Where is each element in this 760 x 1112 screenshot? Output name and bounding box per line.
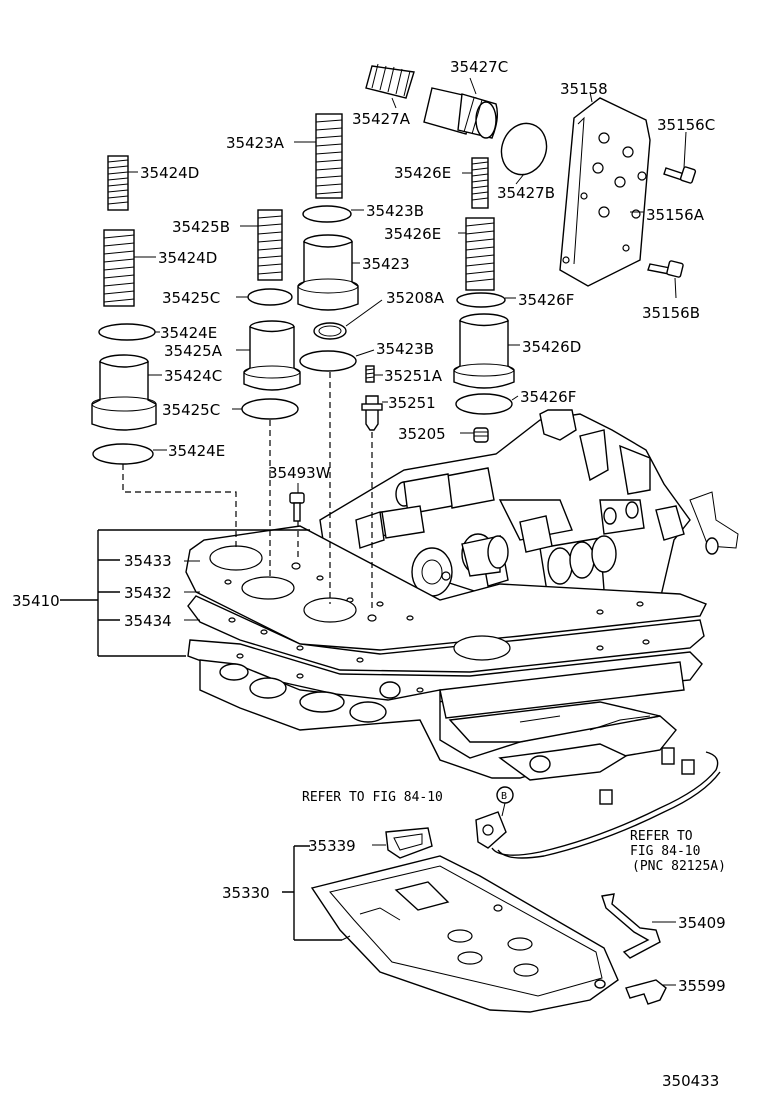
label-35427a: 35427A bbox=[352, 110, 411, 128]
alignment-lines bbox=[122, 372, 373, 612]
oring-35426f-lower bbox=[455, 393, 513, 415]
piston-35427c bbox=[423, 87, 499, 139]
label-35205: 35205 bbox=[398, 425, 446, 443]
label-35424e-lower: 35424E bbox=[168, 442, 225, 460]
label-35424d-upper: 35424D bbox=[140, 164, 199, 182]
note-refer-right-1: REFER TO bbox=[630, 829, 693, 844]
figure-number: 350433 bbox=[662, 1072, 719, 1090]
label-35426e-upper: 35426E bbox=[394, 164, 451, 182]
label-35156c: 35156C bbox=[657, 116, 715, 134]
label-35426d: 35426D bbox=[522, 338, 581, 356]
label-35433: 35433 bbox=[124, 552, 172, 570]
label-35423b-lower: 35423B bbox=[376, 340, 434, 358]
oring-35426f-upper bbox=[456, 292, 506, 308]
spring-35424d-upper bbox=[107, 155, 129, 211]
lever-35409 bbox=[601, 893, 661, 959]
bolt-35156b bbox=[647, 260, 684, 278]
label-35427c: 35427C bbox=[450, 58, 508, 76]
spring-35426e-lower bbox=[465, 217, 495, 291]
label-35434: 35434 bbox=[124, 612, 172, 630]
oring-35423b-upper bbox=[302, 205, 352, 223]
oring-35424e-upper bbox=[98, 323, 156, 341]
note-refer-right-3: (PNC 82125A) bbox=[632, 859, 726, 874]
part-labels: 35427C 35427A 35158 35156C 35423A 35426E… bbox=[12, 58, 726, 995]
spring-35423a bbox=[315, 113, 343, 199]
label-35493w: 35493W bbox=[268, 464, 331, 482]
spring-35426e-upper bbox=[471, 157, 489, 209]
spring-35424d-lower bbox=[103, 229, 135, 307]
label-35599: 35599 bbox=[678, 977, 726, 995]
label-35426f-lower: 35426F bbox=[520, 388, 576, 406]
label-35424e-upper: 35424E bbox=[160, 324, 217, 342]
note-refer-right-2: FIG 84-10 bbox=[630, 844, 700, 859]
label-35339: 35339 bbox=[308, 837, 356, 855]
sleeve-35426d bbox=[453, 313, 515, 389]
upper-valve-body bbox=[319, 409, 739, 625]
sleeve-35424c bbox=[91, 354, 157, 431]
label-35410: 35410 bbox=[12, 592, 60, 610]
oring-35425c-lower bbox=[241, 398, 299, 420]
lower-valve-body bbox=[199, 659, 685, 781]
label-35158: 35158 bbox=[560, 80, 608, 98]
label-35156b: 35156B bbox=[642, 304, 700, 322]
label-35427b: 35427B bbox=[497, 184, 555, 202]
spring-35251a bbox=[365, 365, 375, 383]
bolt-35156c bbox=[663, 166, 697, 184]
label-35330: 35330 bbox=[222, 884, 270, 902]
label-35423b-upper: 35423B bbox=[366, 202, 424, 220]
oring-35424e-lower bbox=[92, 443, 154, 465]
label-35426e-lower: 35426E bbox=[384, 225, 441, 243]
label-35425c-lower: 35425C bbox=[162, 401, 220, 419]
label-35251: 35251 bbox=[388, 394, 436, 412]
reference-notes: REFER TO FIG 84-10 B REFER TO FIG 84-10 … bbox=[302, 790, 726, 874]
marker-b-letter: B bbox=[501, 791, 507, 802]
wire-harness bbox=[475, 747, 721, 859]
bracket-35330 bbox=[282, 845, 342, 941]
sleeve-35425a bbox=[243, 320, 301, 391]
sleeve-35423 bbox=[297, 234, 359, 311]
plunger-35251 bbox=[361, 395, 383, 431]
label-35425b: 35425B bbox=[172, 218, 230, 236]
label-35423a: 35423A bbox=[226, 134, 285, 152]
label-35208a: 35208A bbox=[386, 289, 445, 307]
oil-strainer-35339 bbox=[385, 827, 433, 859]
separator-plate-35432 bbox=[187, 576, 705, 673]
oil-pan-35330 bbox=[310, 855, 619, 1013]
clip-35599 bbox=[625, 979, 667, 1005]
clip-35208a bbox=[313, 322, 347, 340]
label-35156a: 35156A bbox=[646, 206, 705, 224]
label-35425c-upper: 35425C bbox=[162, 289, 220, 307]
label-35424d-lower: 35424D bbox=[158, 249, 217, 267]
spring-35427a bbox=[365, 63, 415, 99]
note-refer-left: REFER TO FIG 84-10 bbox=[302, 790, 443, 805]
label-35251a: 35251A bbox=[384, 367, 443, 385]
label-35426f-upper: 35426F bbox=[518, 291, 574, 309]
bolt-35493w bbox=[289, 492, 305, 522]
label-35424c: 35424C bbox=[164, 367, 222, 385]
spring-35425b bbox=[257, 209, 283, 281]
oring-35425c-upper bbox=[247, 288, 293, 306]
oring-35427b bbox=[500, 122, 548, 176]
solenoid-valve bbox=[411, 533, 509, 597]
label-35425a: 35425A bbox=[164, 342, 223, 360]
label-35423: 35423 bbox=[362, 255, 410, 273]
cover-plate-35158 bbox=[559, 97, 651, 287]
plug-35205 bbox=[473, 427, 489, 443]
label-35409: 35409 bbox=[678, 914, 726, 932]
oring-35423b-lower bbox=[299, 350, 357, 372]
label-35432: 35432 bbox=[124, 584, 172, 602]
bracket-35410 bbox=[60, 529, 310, 657]
